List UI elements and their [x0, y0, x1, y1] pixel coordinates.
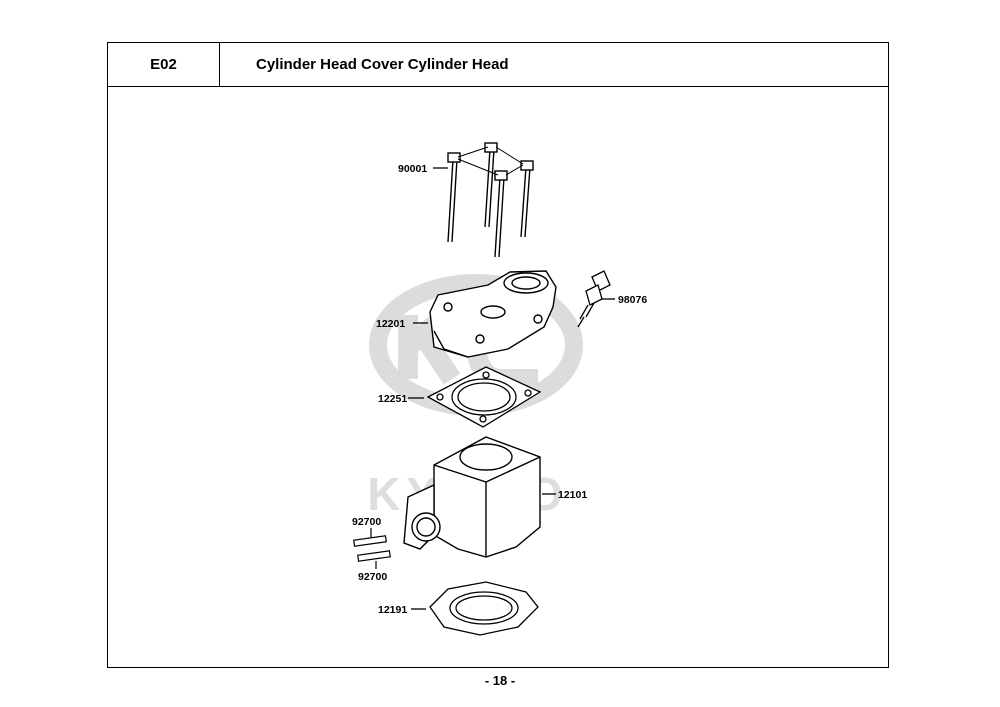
part-90001-studs — [447, 142, 534, 258]
section-code: E02 — [108, 43, 220, 86]
label-92700-bottom: 92700 — [358, 571, 387, 583]
section-title: Cylinder Head Cover Cylinder Head — [256, 56, 509, 73]
label-12251: 12251 — [378, 393, 407, 405]
part-12191-base-gasket — [429, 581, 539, 636]
label-12101: 12101 — [558, 489, 587, 501]
part-12101-cylinder — [403, 436, 541, 558]
page-frame: E02 Cylinder Head Cover Cylinder Head KY… — [107, 42, 889, 668]
part-12251-head-gasket — [426, 366, 542, 428]
label-12191: 12191 — [378, 604, 407, 616]
label-98076: 98076 — [618, 294, 647, 306]
header-row: E02 Cylinder Head Cover Cylinder Head — [108, 43, 888, 87]
label-12201: 12201 — [376, 318, 405, 330]
label-92700-top: 92700 — [352, 516, 381, 528]
label-90001: 90001 — [398, 163, 427, 175]
part-92700-studs — [353, 535, 391, 562]
page-number: - 18 - — [484, 673, 516, 688]
exploded-parts-diagram: KYMCO 90001 — [352, 142, 647, 636]
part-12201-head-cover — [429, 270, 557, 358]
part-98076-spark-plug — [577, 270, 611, 328]
